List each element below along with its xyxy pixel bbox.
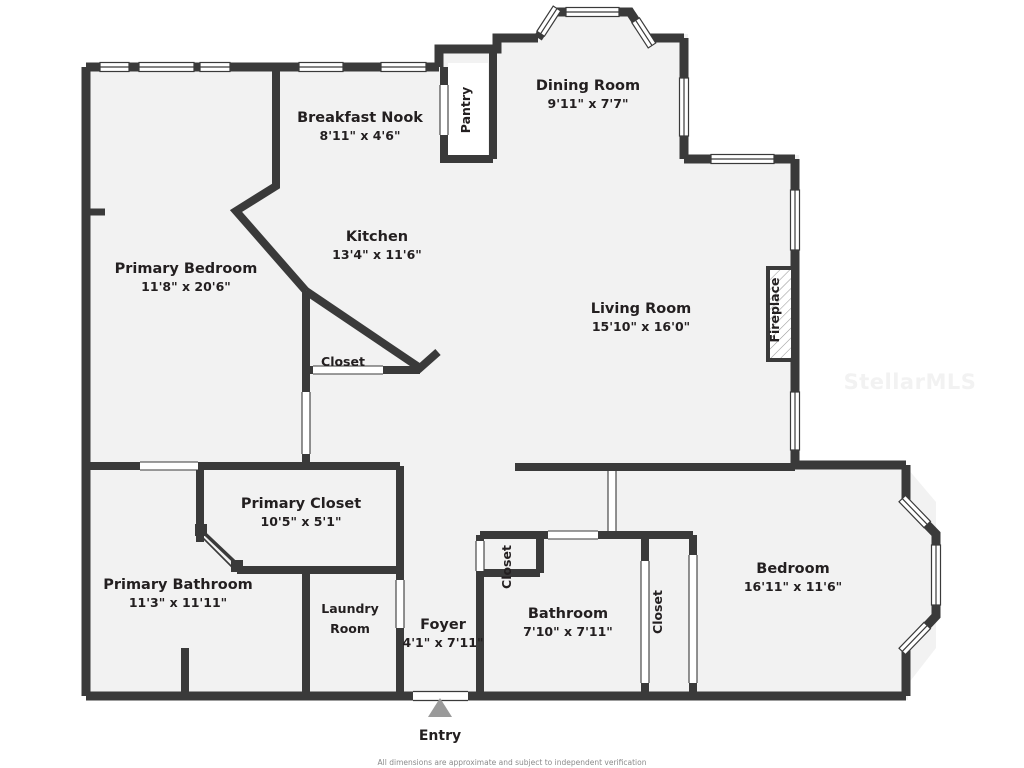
room-dim-foyer: 4'1" x 7'11" [403,635,484,650]
window-top-5 [380,61,427,73]
room-dim-dining-room: 9'11" x 7'7" [548,96,629,111]
room-label-bathroom: Bathroom [528,606,608,622]
window-bedroom-bay-top [898,494,932,529]
room-label-pantry: Pantry [458,87,473,133]
window-dining-right [678,77,690,137]
window-bedroom-bay-center [930,544,942,606]
room-dim-primary-bathroom: 11'3" x 11'11" [129,595,227,610]
small-room-labels: Pantry Closet Closet Fireplace Closet La… [321,87,782,636]
room-label-living-room: Living Room [591,301,692,317]
wall-bedroom-kitchen [229,67,310,294]
door-bathroom [548,531,598,539]
window-living-right-upper [789,189,801,251]
floor-fills [86,8,936,700]
room-label-primary-closet: Primary Closet [241,496,361,512]
room-label-laundry-room-line2: Room [330,621,370,636]
room-label-bedroom: Bedroom [756,561,829,577]
room-label-foyer: Foyer [420,617,467,633]
door-primary-closet-slider [313,366,383,374]
room-dim-breakfast-nook: 8'11" x 4'6" [320,128,401,143]
door-bedroom-entry [641,561,649,683]
room-dim-primary-bedroom: 11'8" x 20'6" [141,279,231,294]
pantry-fill [448,63,488,155]
room-label-primary-bedroom: Primary Bedroom [115,261,258,277]
door-bedroom-hall [302,392,310,454]
window-dining-bay-left [536,5,562,37]
window-dining-bay-right [631,17,657,49]
room-dim-bathroom: 7'10" x 7'11" [523,624,613,639]
room-dim-living-room: 15'10" x 16'0" [592,319,690,334]
room-label-primary-bedroom-closet: Closet [321,354,365,369]
room-dim-bedroom: 16'11" x 11'6" [744,579,842,594]
room-label-bathroom-closet-left: Closet [499,545,514,589]
window-top-2 [138,61,195,73]
room-label-dining-room: Dining Room [536,78,640,94]
room-label-kitchen: Kitchen [346,229,408,245]
room-label-primary-bathroom: Primary Bathroom [103,577,253,593]
window-dining-bay-center [565,6,620,18]
door-bathroom-closet-left [476,541,484,571]
door-openings [140,85,698,683]
entry-marker-group: Entry [419,698,461,744]
room-dim-kitchen: 13'4" x 11'6" [332,247,422,262]
window-living-top [710,153,775,165]
window-living-right-lower [789,391,801,451]
window-top-3 [199,61,231,73]
room-labels: Primary Bedroom 11'8" x 20'6" Breakfast … [103,78,842,650]
windows [99,5,942,702]
door-bedroom-closet [689,555,697,683]
watermark-stellarmls: StellarMLS [844,370,977,394]
main-floor-fill [86,8,936,700]
door-hall-stub [608,471,616,531]
entry-arrow-icon [428,698,452,717]
door-primary-bathroom [140,462,198,470]
window-top-4 [298,61,344,73]
room-dim-primary-closet: 10'5" x 5'1" [261,514,342,529]
footer-disclaimer: All dimensions are approximate and subje… [378,758,647,767]
room-label-laundry-room: Laundry [321,601,378,616]
door-laundry [396,580,404,628]
room-label-fireplace: Fireplace [767,277,782,342]
window-top-1 [99,61,130,73]
window-bedroom-bay-bottom [898,621,932,656]
entry-label: Entry [419,728,461,744]
room-label-breakfast-nook: Breakfast Nook [297,110,423,126]
door-pantry [440,85,448,135]
fireplace [766,266,795,362]
room-label-bedroom-closet: Closet [650,590,665,634]
primary-closet-swing-door [195,524,243,572]
